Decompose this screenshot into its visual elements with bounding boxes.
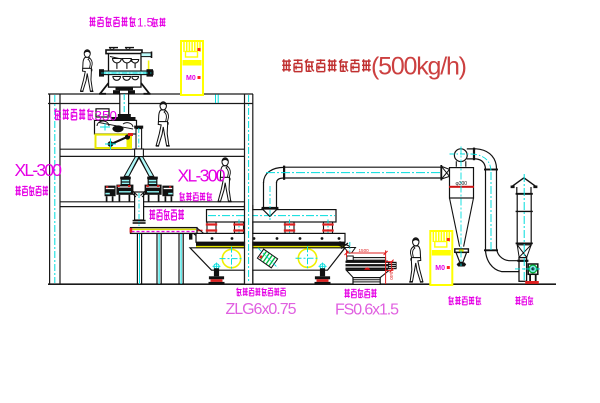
svg-text:FS0.6x1.5: FS0.6x1.5 — [335, 302, 399, 319]
svg-text:XL-300: XL-300 — [178, 166, 226, 186]
svg-text:350: 350 — [95, 109, 118, 124]
svg-text:φ300: φ300 — [456, 181, 468, 187]
svg-text:ZLG6x0.75: ZLG6x0.75 — [226, 301, 297, 318]
svg-text:540: 540 — [389, 272, 394, 280]
svg-text:1.5: 1.5 — [137, 18, 153, 30]
svg-text:(500kg/h): (500kg/h) — [371, 53, 467, 81]
svg-text:XL-300: XL-300 — [15, 160, 63, 180]
svg-text:1500: 1500 — [359, 248, 370, 253]
